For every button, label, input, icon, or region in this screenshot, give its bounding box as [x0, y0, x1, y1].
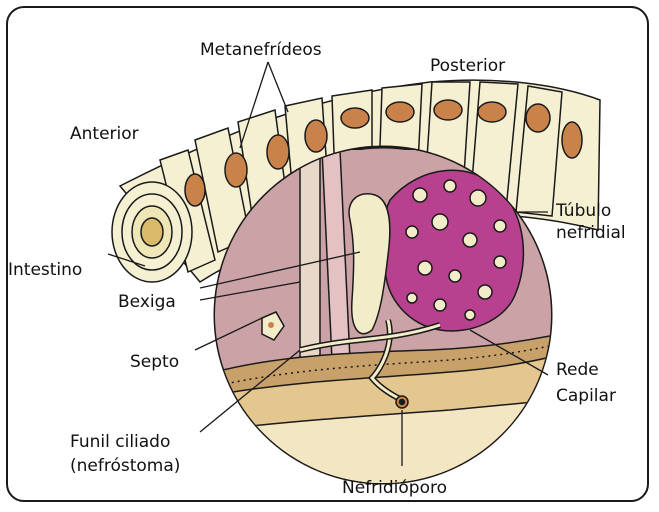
label-bexiga: Bexiga [118, 292, 176, 312]
label-rede-line1: Rede [556, 360, 599, 380]
label-funil-line2: (nefróstoma) [70, 456, 180, 476]
label-posterior: Posterior [430, 56, 505, 76]
label-intestino: Intestino [8, 260, 82, 280]
label-septo: Septo [130, 352, 179, 372]
anterior-end [112, 182, 192, 282]
label-nefridioporo: Nefridióporo [342, 478, 447, 498]
magnified-view [215, 147, 555, 490]
label-tubulo-line1: Túbulo [556, 201, 611, 221]
label-rede-line2: Capilar [556, 386, 616, 406]
label-funil-line1: Funil ciliado [70, 432, 170, 452]
label-anterior: Anterior [70, 124, 139, 144]
label-tubulo-line2: nefridial [556, 223, 626, 243]
label-metanefrideos: Metanefrídeos [200, 40, 322, 60]
